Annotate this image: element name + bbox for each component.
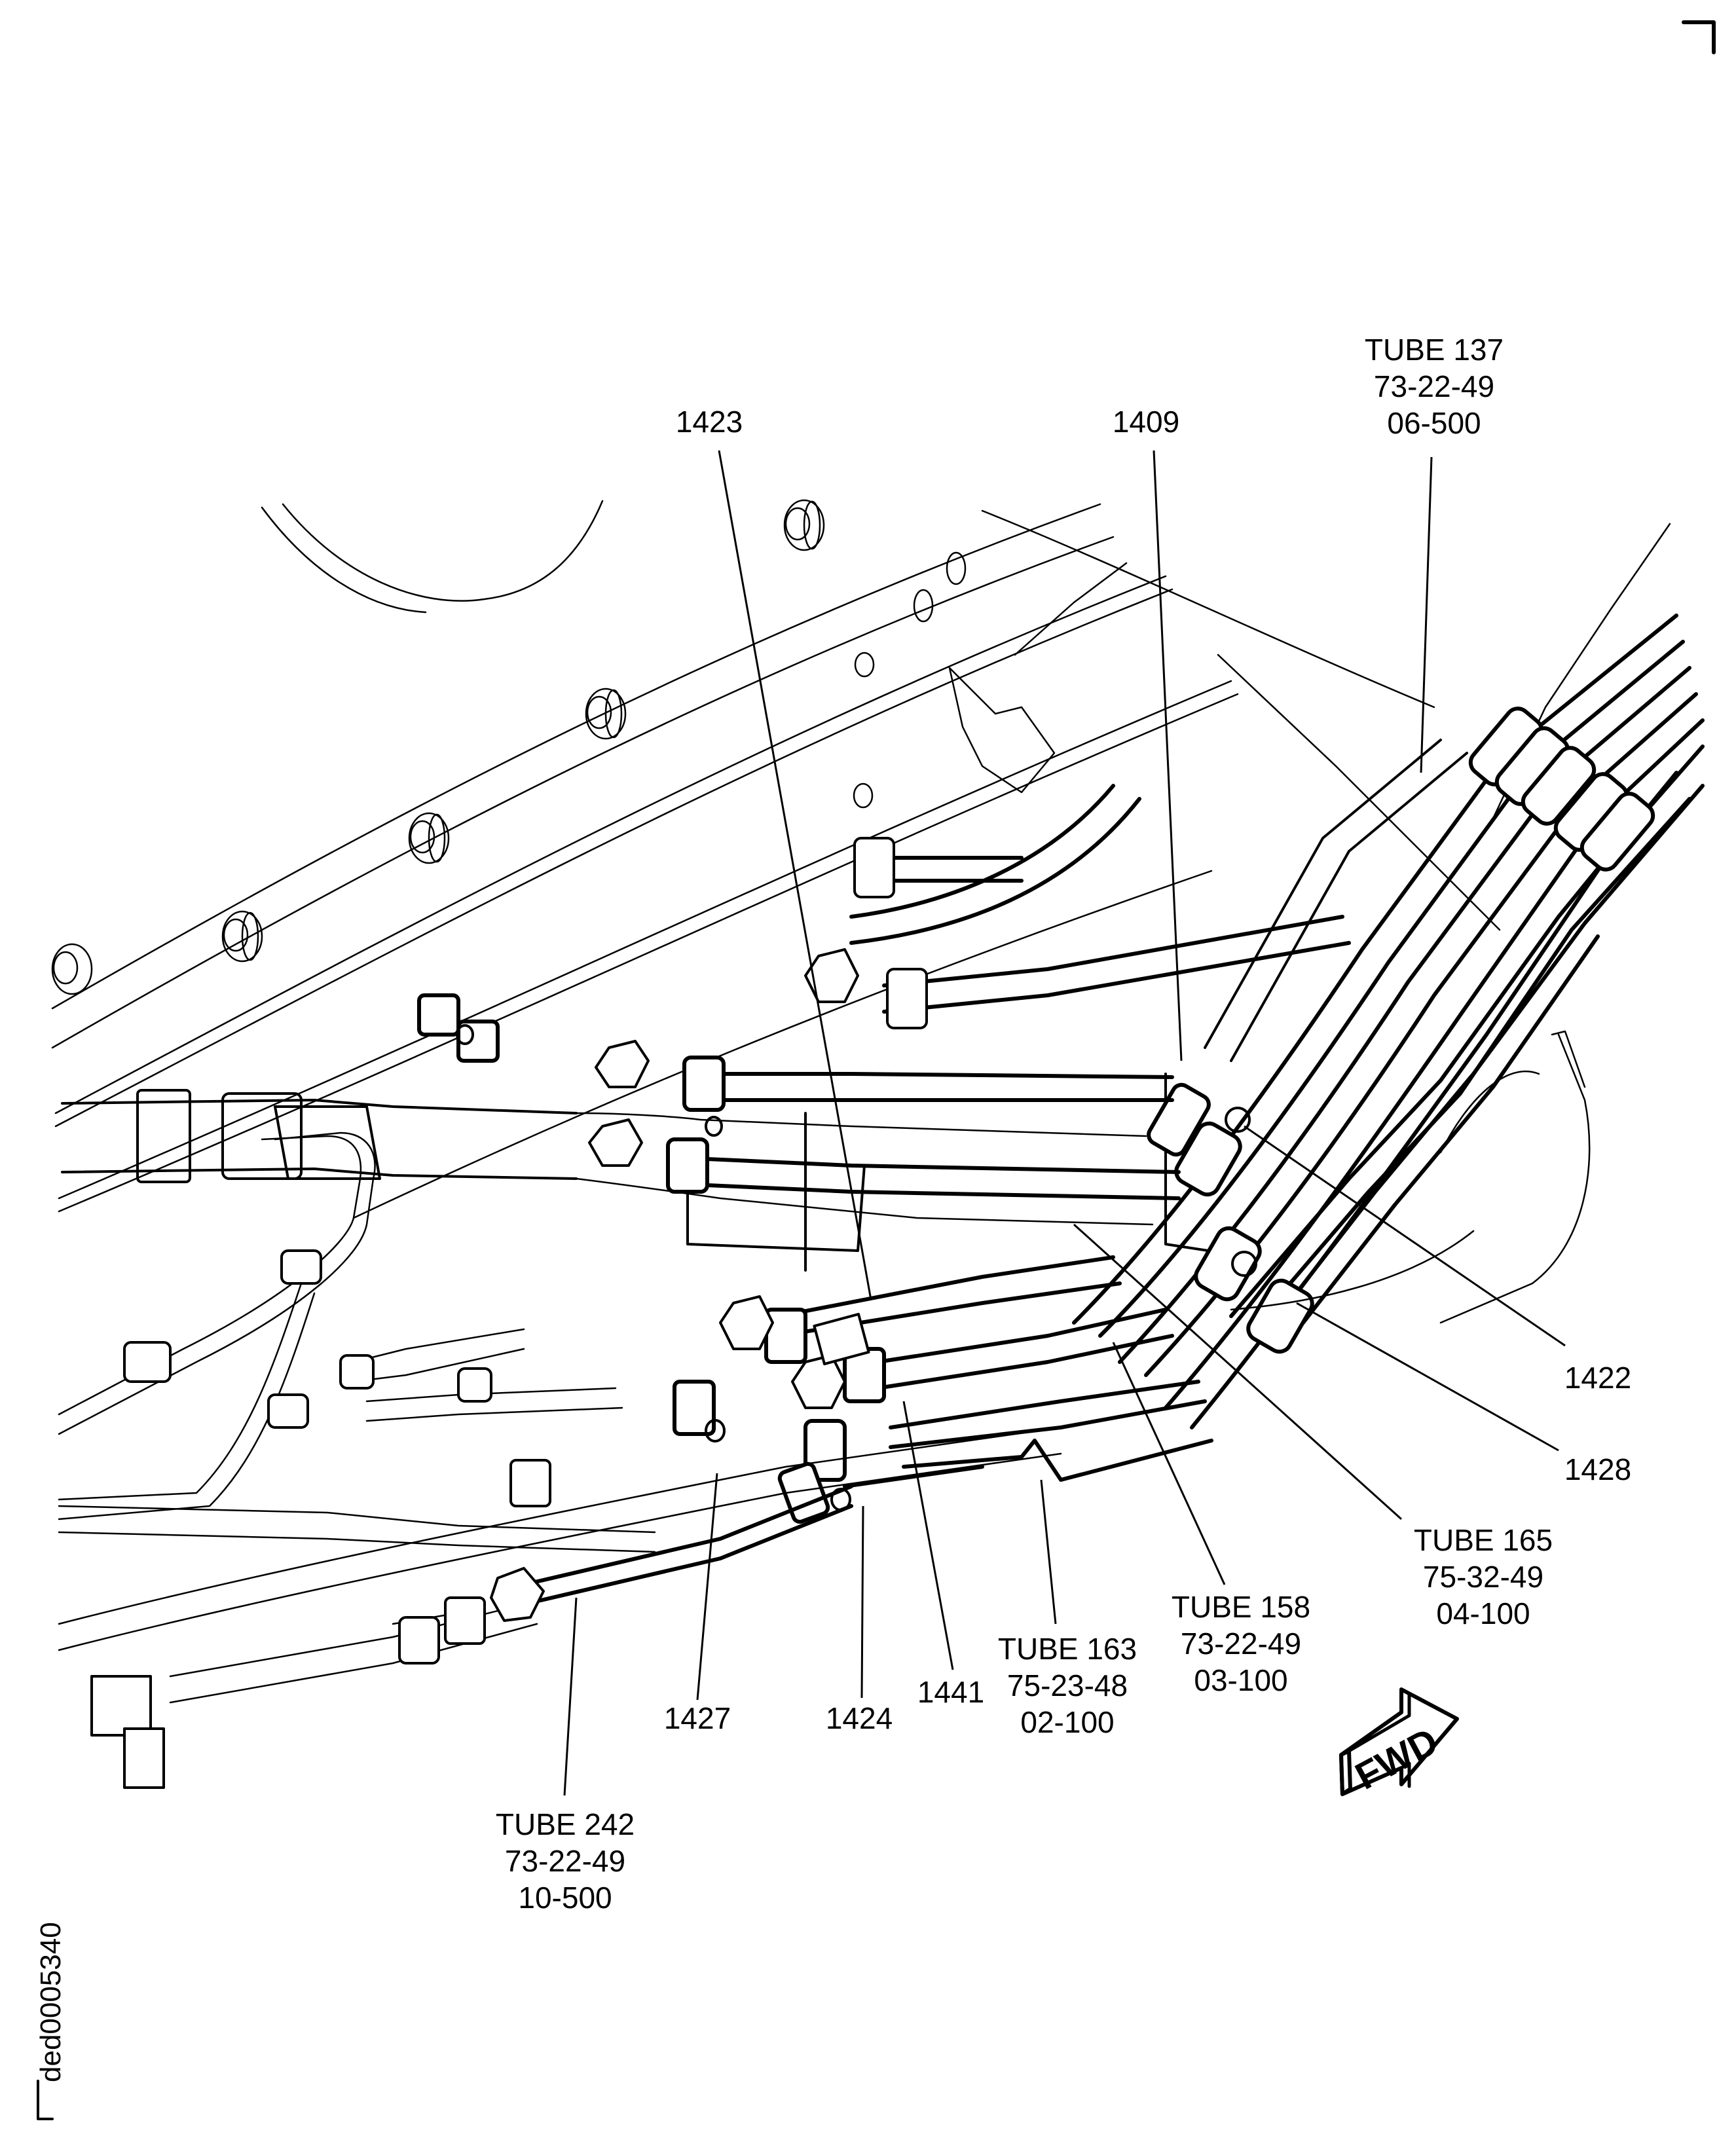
- callout-tube158-sub: 03-100: [1194, 1663, 1287, 1697]
- callout-1422: 1422: [1564, 1361, 1631, 1395]
- callout-tube242-ref: 73-22-49: [505, 1844, 625, 1878]
- callout-tube163-ref: 75-23-48: [1007, 1668, 1128, 1702]
- callout-tube158: TUBE 158 73-22-49 03-100: [1172, 1590, 1310, 1697]
- figure-id: ded0005340: [35, 1922, 67, 2082]
- callout-tube163-sub: 02-100: [1020, 1705, 1114, 1739]
- callout-1427: 1427: [664, 1701, 731, 1735]
- callout-tube242-title: TUBE 242: [496, 1807, 635, 1841]
- callout-tube163: TUBE 163 75-23-48 02-100: [998, 1632, 1137, 1739]
- leader-1428: [1296, 1302, 1559, 1452]
- forward-direction-arrow-icon: FWD: [1339, 1687, 1459, 1798]
- tube-bundle: [1072, 614, 1705, 1429]
- leader-1424: [860, 1505, 864, 1699]
- horizontal-tubes: [705, 784, 1351, 1488]
- callout-tube158-ref: 73-22-49: [1181, 1627, 1301, 1661]
- fittings: [417, 837, 928, 1524]
- callout-tube165-title: TUBE 165: [1414, 1523, 1553, 1557]
- callout-tube242-sub: 10-500: [518, 1881, 612, 1915]
- leader-tube158: [1112, 1342, 1226, 1585]
- leader-1423: [718, 450, 872, 1300]
- leader-tube165: [1073, 1223, 1403, 1520]
- bolt: [853, 782, 874, 809]
- leader-1427: [696, 1473, 718, 1701]
- callout-1409: 1409: [1113, 405, 1179, 439]
- bolt: [408, 812, 450, 864]
- callout-1424: 1424: [826, 1701, 893, 1735]
- leader-tube137: [1420, 456, 1433, 773]
- leader-1422: [1244, 1125, 1566, 1347]
- bolt: [51, 943, 93, 995]
- bolt: [585, 688, 627, 740]
- tube-242-fittings: [398, 1484, 853, 1665]
- leader-tube242: [563, 1597, 578, 1796]
- lower-right-duct: [1230, 1030, 1591, 1324]
- callout-1423: 1423: [676, 405, 743, 439]
- flange-bolts: [51, 499, 875, 995]
- callout-tube137-sub: 06-500: [1387, 406, 1481, 440]
- bundle-clamps: [1147, 707, 1655, 1354]
- leader-lines: [563, 450, 1566, 1796]
- callout-tube137: TUBE 137 73-22-49 06-500: [1365, 333, 1504, 440]
- callout-1428: 1428: [1564, 1452, 1631, 1486]
- callout-tube163-title: TUBE 163: [998, 1632, 1137, 1666]
- engine-case-outline: [51, 500, 1671, 1219]
- callout-1441: 1441: [917, 1675, 984, 1709]
- leader-1441: [902, 1401, 954, 1670]
- callout-tube165-ref: 75-32-49: [1423, 1560, 1543, 1594]
- left-side-tubes: [58, 1131, 1062, 1789]
- bolt: [221, 910, 263, 963]
- corner-crop-mark-bottom-left: [37, 2080, 54, 2120]
- upper-bracket: [913, 551, 1128, 794]
- callout-tube165-sub: 04-100: [1436, 1596, 1530, 1630]
- actuator-body: [61, 1073, 1252, 1272]
- callout-tube242: TUBE 242 73-22-49 10-500: [496, 1807, 635, 1915]
- callout-tube137-ref: 73-22-49: [1374, 369, 1494, 403]
- leader-1409: [1153, 450, 1183, 1061]
- callout-tube137-title: TUBE 137: [1365, 333, 1504, 367]
- leader-tube163: [1040, 1479, 1057, 1625]
- bolt: [854, 652, 875, 678]
- callout-tube158-title: TUBE 158: [1172, 1590, 1310, 1624]
- callout-tube165: TUBE 165 75-32-49 04-100: [1414, 1523, 1553, 1630]
- corner-crop-mark-top-right: [1682, 20, 1716, 54]
- bolt: [783, 499, 825, 551]
- fwd-arrow-label: FWD: [1348, 1720, 1445, 1797]
